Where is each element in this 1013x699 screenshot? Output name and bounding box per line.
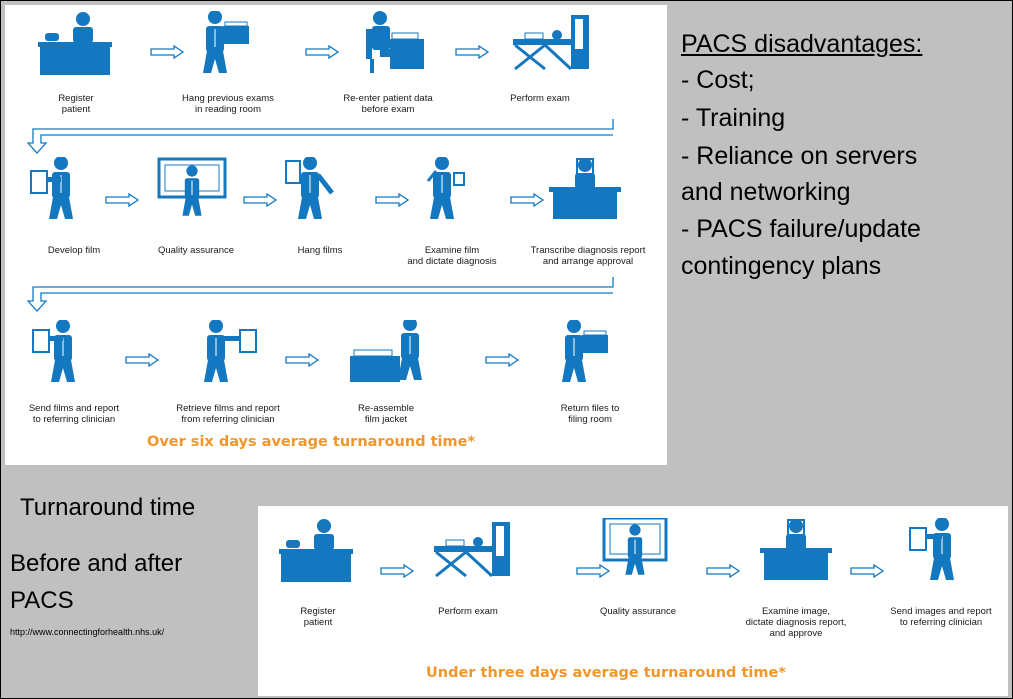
step-label: Examine image, dictate diagnosis report,… (745, 606, 847, 639)
step-label: Transcribe diagnosis report and arrange … (530, 245, 646, 267)
step-label: Send images and report to referring clin… (890, 606, 992, 628)
step-label: Perform exam (438, 606, 498, 617)
develop-film-icon (27, 156, 113, 226)
disadvantage-item: - Training (681, 104, 786, 132)
dictate-icon (410, 156, 496, 226)
step-label: Quality assurance (157, 245, 235, 256)
step-label: Re-assemble film jacket (358, 403, 414, 425)
step-label: Hang films (297, 245, 343, 256)
register-desk-icon (35, 11, 121, 80)
before-after-label: Before and after (10, 550, 183, 577)
step-label: Re-enter patient data before exam (343, 93, 433, 115)
reassemble-icon (350, 317, 436, 389)
step-label: Send films and report to referring clini… (28, 403, 120, 425)
seated-desk-icon (350, 11, 436, 80)
step-label: Examine film and dictate diagnosis (407, 245, 497, 267)
row-connector-arrow-icon (26, 119, 617, 160)
disadvantages-title: PACS disadvantages: (681, 30, 923, 58)
step-label: Develop film (47, 245, 101, 256)
register-desk-icon (276, 518, 362, 587)
step-label: Register patient (58, 93, 94, 115)
before-turnaround-text: Over six days average turnaround time* (147, 434, 476, 450)
carry-files-icon (185, 10, 271, 80)
after-turnaround-text: Under three days average turnaround time… (426, 665, 786, 681)
monitor-icon (596, 516, 682, 587)
transcribe-desk-icon (545, 157, 631, 226)
retrieve-films-icon (190, 319, 276, 389)
scanner-bed-icon (426, 518, 512, 587)
disadvantage-item: and networking (681, 178, 851, 206)
lightbox-icon (153, 157, 239, 226)
step-label: Quality assurance (599, 606, 677, 617)
step-label: Hang previous exams in reading room (182, 93, 274, 115)
step-label: Register patient (300, 606, 336, 628)
disadvantage-item: contingency plans (681, 252, 882, 280)
disadvantage-item: - PACS failure/update (681, 215, 921, 243)
disadvantage-item: - Cost; (681, 66, 755, 94)
pacs-label: PACS (10, 587, 74, 614)
step-label: Perform exam (510, 93, 570, 104)
return-files-icon (550, 319, 636, 389)
examine-desk-icon (756, 518, 842, 587)
disadvantage-item: - Reliance on servers (681, 142, 918, 170)
hang-films-icon (280, 156, 366, 226)
source-url: http://www.connectingforhealth.nhs.uk/ (10, 627, 165, 637)
after-pacs-panel: Register patient Perform exam Quality as… (258, 506, 1008, 696)
send-images-icon (898, 517, 984, 587)
before-pacs-panel: Register patient Hang previous exams in … (5, 5, 667, 465)
turnaround-title: Turnaround time (20, 494, 196, 521)
step-label: Return files to filing room (560, 403, 620, 425)
step-label: Retrieve films and report from referring… (176, 403, 280, 425)
scanner-bed-icon (505, 11, 591, 80)
row-connector-arrow-icon (26, 277, 617, 318)
send-films-icon (27, 319, 113, 389)
